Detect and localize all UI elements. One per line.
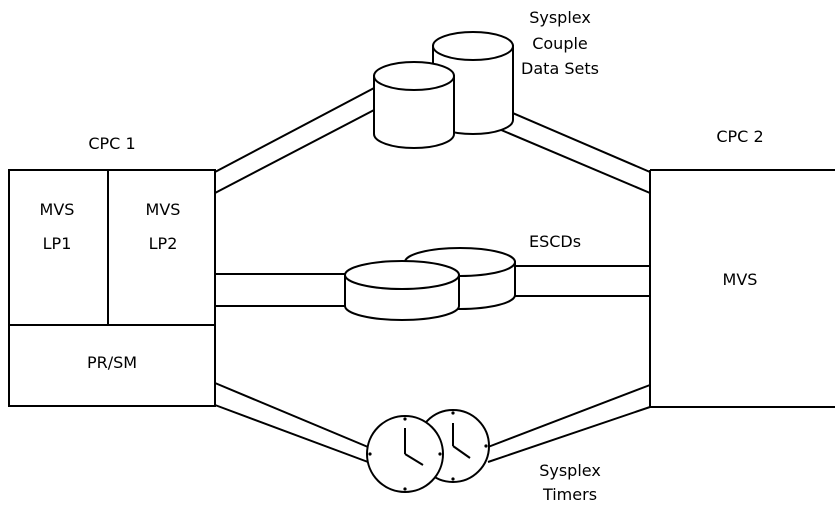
escd-switch-icon [344, 247, 516, 321]
partition-lp1: MVS LP1 [40, 200, 75, 253]
partition-lp2-name: LP2 [149, 234, 178, 253]
couple-data-sets-label: Sysplex Couple Data Sets [521, 8, 599, 78]
cpc1-box [8, 169, 216, 407]
svg-text:Timers: Timers [542, 485, 597, 504]
svg-text:Data Sets: Data Sets [521, 59, 599, 78]
cpc2-title: CPC 2 [716, 127, 763, 146]
timer-link [214, 382, 651, 463]
svg-text:Sysplex: Sysplex [529, 8, 591, 27]
sysplex-timers-label: Sysplex Timers [539, 461, 601, 504]
partition-lp2: MVS LP2 [146, 200, 181, 253]
partition-lp2-os: MVS [146, 200, 181, 219]
couple-data-sets-disk-icon [373, 31, 514, 149]
partition-lp1-name: LP1 [43, 234, 72, 253]
cpc1-title: CPC 1 [88, 134, 135, 153]
svg-text:Couple: Couple [532, 34, 588, 53]
escd-label: ESCDs [529, 232, 581, 251]
escd-link [215, 265, 650, 307]
sysplex-timer-clock-icon [366, 409, 490, 493]
hypervisor-label: PR/SM [87, 353, 137, 372]
partition-lp1-os: MVS [40, 200, 75, 219]
cpc2-system: MVS [723, 270, 758, 289]
svg-text:Sysplex: Sysplex [539, 461, 601, 480]
cpc2-box [649, 169, 835, 408]
